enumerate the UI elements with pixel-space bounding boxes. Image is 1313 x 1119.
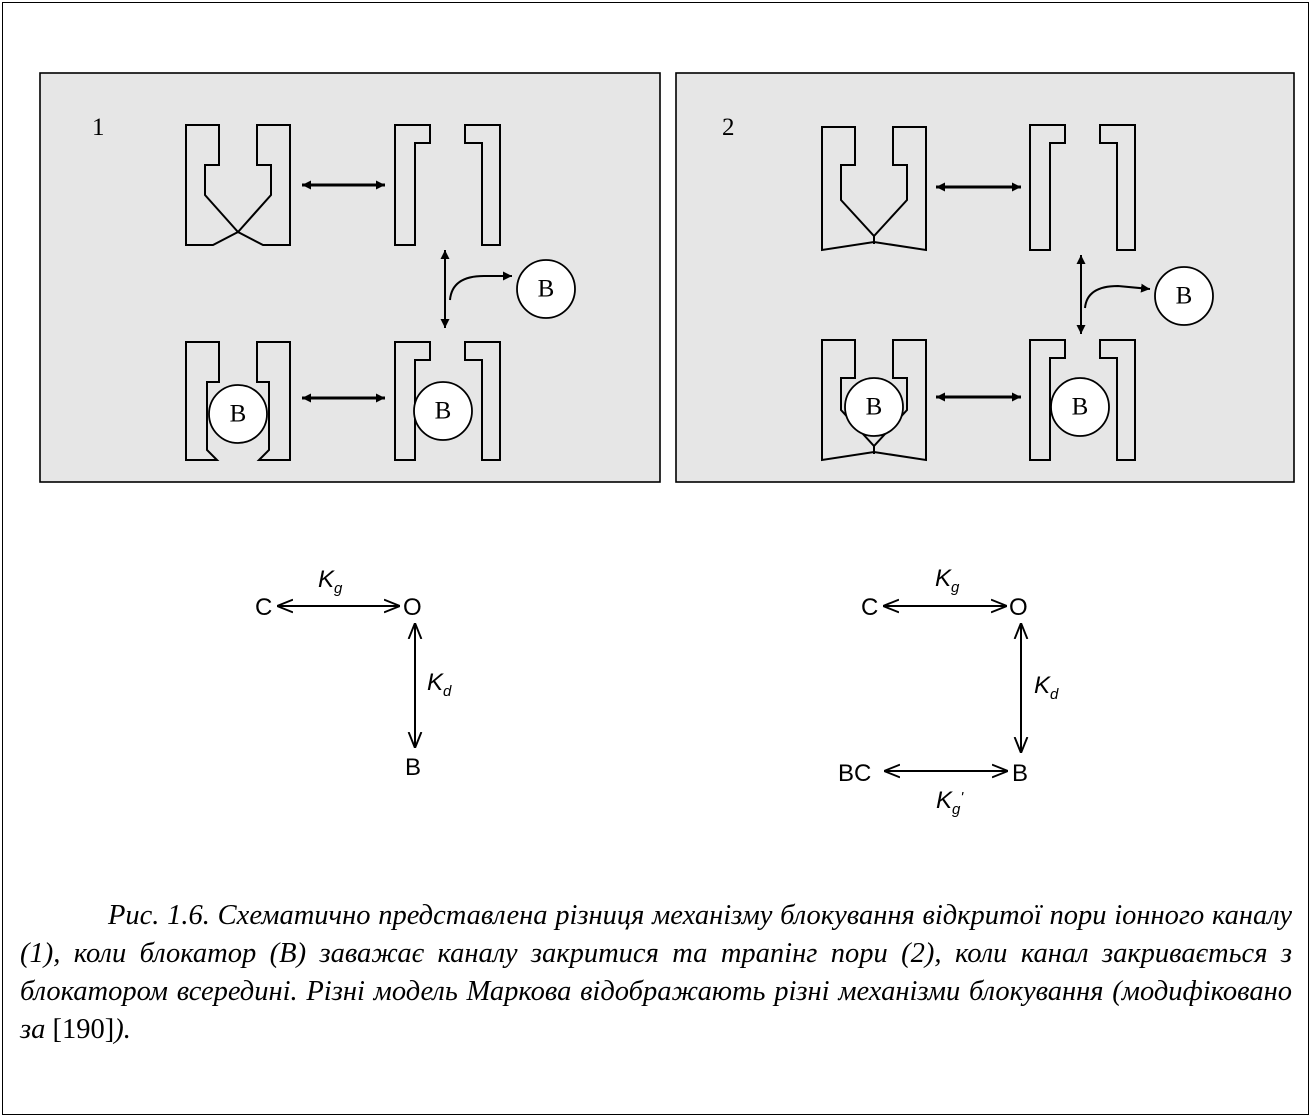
blocker-ball — [413, 381, 473, 441]
curved-arrow-icon — [449, 271, 512, 301]
blocker-label: B — [230, 401, 247, 428]
channel-blocked-open: B — [1029, 339, 1136, 461]
state-closed: C — [255, 594, 272, 621]
panel-1: 1 B B B — [39, 72, 661, 483]
rate-kg: Kg — [935, 565, 960, 596]
channel-blocked-open: B — [394, 341, 501, 461]
channel-blocked-closed: B — [185, 341, 291, 461]
figure-caption: Рис. 1.6. Схематично представлена різниц… — [20, 897, 1292, 1049]
state-closed: C — [861, 594, 878, 621]
channel-closed — [821, 126, 927, 252]
panel-1-number: 1 — [92, 114, 105, 141]
free-blocker-ball — [1154, 266, 1214, 326]
blocker-label: B — [1072, 394, 1089, 421]
panel-2: 2 B B B — [675, 72, 1295, 483]
state-open: O — [403, 594, 422, 621]
blocker-label: B — [866, 394, 883, 421]
blocker-label: B — [435, 398, 452, 425]
free-blocker-label: B — [538, 276, 555, 303]
caption-text: Рис. 1.6. Схематично представлена різниц… — [20, 899, 1292, 1045]
free-blocker-label: B — [1176, 283, 1193, 310]
blocker-ball — [208, 384, 268, 444]
channel-open — [1029, 124, 1136, 251]
state-blocked-closed: BC — [838, 760, 871, 787]
rate-kg-prime: Kg' — [936, 787, 964, 818]
state-open: O — [1009, 594, 1028, 621]
channel-closed — [185, 124, 291, 246]
markov-scheme-1: C O B Kg Kd — [255, 566, 452, 781]
state-blocked: B — [405, 754, 421, 781]
panel-2-number: 2 — [722, 114, 735, 141]
channel-open — [394, 124, 501, 246]
blocker-ball — [844, 377, 904, 437]
markov-scheme-2: C O B BC Kg Kd Kg' — [838, 565, 1059, 818]
rate-kd: Kd — [1034, 672, 1059, 703]
state-blocked: B — [1012, 760, 1028, 787]
caption-end: ). — [114, 1013, 131, 1045]
rate-kd: Kd — [427, 669, 452, 700]
curved-arrow-icon — [1084, 283, 1151, 309]
rate-kg: Kg — [318, 566, 343, 597]
channel-blocked-trapped: B — [821, 339, 927, 462]
free-blocker-ball — [516, 259, 576, 319]
caption-reference: [190] — [52, 1013, 115, 1045]
blocker-ball — [1050, 377, 1110, 437]
